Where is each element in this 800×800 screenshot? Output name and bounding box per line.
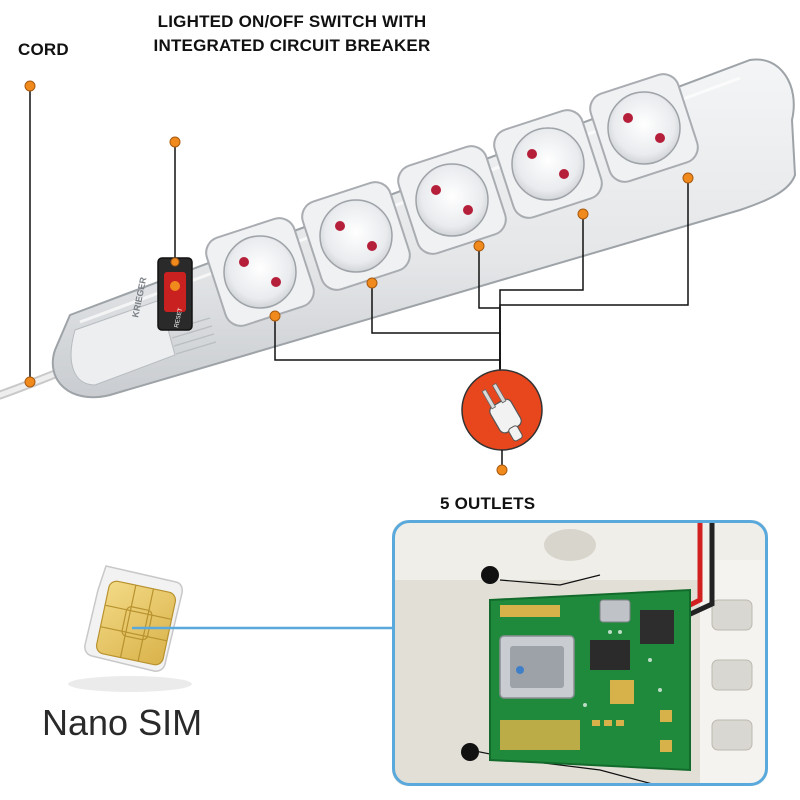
outlet-5 [589, 73, 699, 183]
outlets-label: 5 OUTLETS [440, 494, 536, 513]
switch-label: LIGHTED ON/OFF SWITCH WITH INTEGRATED CI… [92, 10, 492, 58]
nano-sim-label: Nano SIM [42, 702, 203, 743]
switch-label-line-1: LIGHTED ON/OFF SWITCH WITH [157, 12, 427, 31]
outlet-3 [397, 145, 507, 255]
on-off-switch [157, 257, 193, 331]
pcb-photo [392, 520, 768, 786]
plug-icon [481, 382, 523, 442]
plug-badge [461, 369, 543, 451]
outlet-1 [205, 217, 315, 327]
pcb-photo-frame [392, 520, 768, 786]
switch-indicator-light [170, 281, 180, 291]
leader-lines [29, 86, 689, 382]
nano-sim-card [68, 565, 192, 692]
outlet-4 [493, 109, 603, 219]
reset-text: RESET [174, 307, 184, 328]
cord-label: CORD [18, 40, 69, 59]
leader-dots [24, 80, 694, 476]
switch-label-line-2: INTEGRATED CIRCUIT BREAKER [153, 36, 431, 55]
